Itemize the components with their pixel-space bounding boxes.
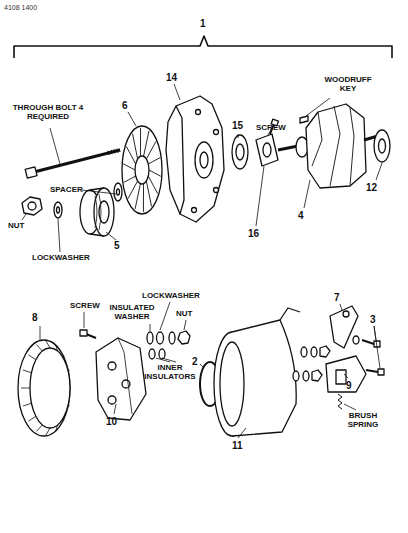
part-label: NUT xyxy=(8,222,24,231)
callout-number: 3 xyxy=(370,314,376,325)
callout-number: 8 xyxy=(32,312,38,323)
callout-number: 5 xyxy=(114,240,120,251)
part-label: LOCKWASHER xyxy=(142,292,200,301)
callout-number: 2 xyxy=(192,356,198,367)
part-label: INSULATED WASHER xyxy=(104,304,160,322)
callout-number: 9 xyxy=(346,380,352,391)
callout-number: 6 xyxy=(122,100,128,111)
callout-number: 4 xyxy=(298,210,304,221)
part-label: SPACER xyxy=(50,186,83,195)
part-label: SCREW xyxy=(256,124,286,133)
part-label: BRUSH SPRING xyxy=(338,412,388,430)
part-label: INNER INSULATORS xyxy=(140,364,200,382)
callout-number: 7 xyxy=(334,292,340,303)
part-label: WOODRUFF KEY xyxy=(318,76,378,94)
callout-number: 15 xyxy=(232,120,243,131)
part-label: LOCKWASHER xyxy=(32,254,90,263)
part-label: SCREW xyxy=(70,302,100,311)
callout-number: 1 xyxy=(200,18,206,29)
callout-number: 16 xyxy=(248,228,259,239)
callout-number: 12 xyxy=(366,182,377,193)
callout-number: 11 xyxy=(232,440,243,451)
part-label: NUT xyxy=(176,310,192,319)
callout-number: 14 xyxy=(166,72,177,83)
drawing-code: 4108 1400 xyxy=(4,4,37,12)
part-label: THROUGH BOLT 4 REQUIRED xyxy=(6,104,90,122)
callout-number: 10 xyxy=(106,416,117,427)
